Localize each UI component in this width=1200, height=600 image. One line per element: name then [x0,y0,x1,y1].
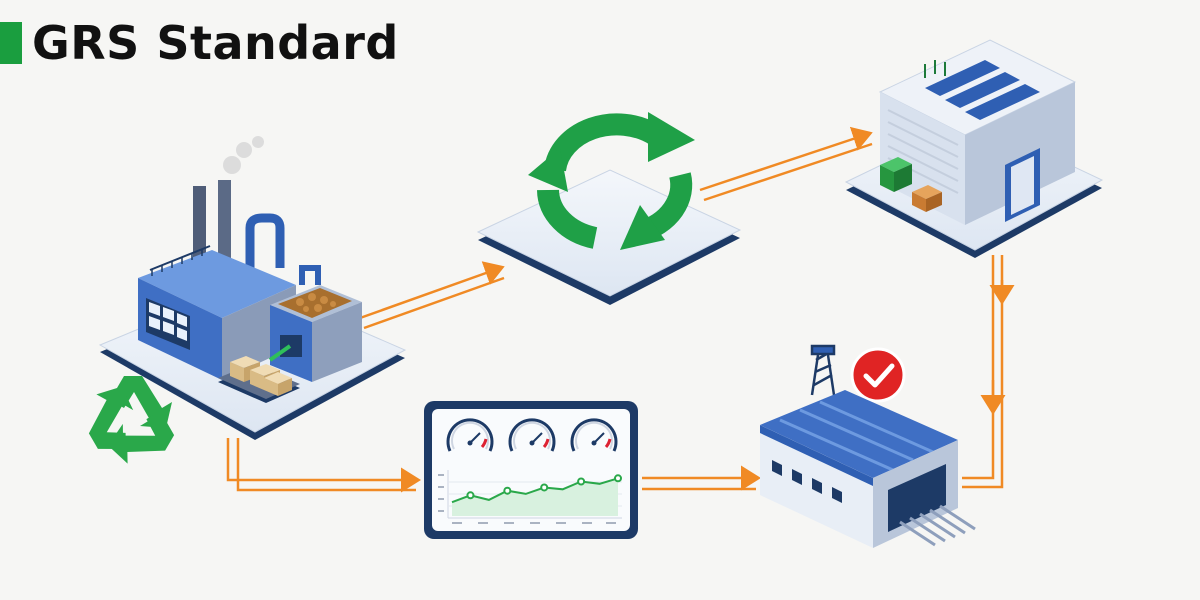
gauge-icon [570,418,618,452]
arrow-factory-to-dashboard [226,438,421,493]
arrow-recycle-to-warehouse [699,126,873,202]
gauge-icon [446,418,494,452]
smoke-icon [223,136,264,174]
factory-window-icon [146,298,190,350]
page-title: GRS Standard [32,16,399,70]
certified-facility-node [760,344,976,548]
warehouse-node [844,39,1104,258]
dashboard-node [424,401,638,539]
mini-chart-point [540,483,549,492]
arrow-dashboard-to-facility [642,465,761,491]
mini-chart-point [503,486,512,495]
title-accent-bar [0,22,22,64]
water-tower-icon [810,344,836,396]
factory-node [98,136,407,440]
arrow-warehouse-to-facility [962,255,1015,489]
title-block: GRS Standard [0,16,399,70]
recycle-icon [88,376,175,464]
mini-chart-point [614,474,622,483]
arrow-factory-to-recycle [359,261,505,330]
check-badge-icon [850,347,906,403]
mini-chart-point [466,491,475,500]
building-window-icon [772,460,842,503]
recycle-platform-node [476,112,742,305]
gauge-icon [508,418,556,452]
crate-icon [880,157,942,212]
mini-line-chart [438,470,622,524]
mini-chart-point [577,477,586,486]
solar-panel-icon [925,60,1040,120]
pallet-boxes-icon [218,356,300,403]
